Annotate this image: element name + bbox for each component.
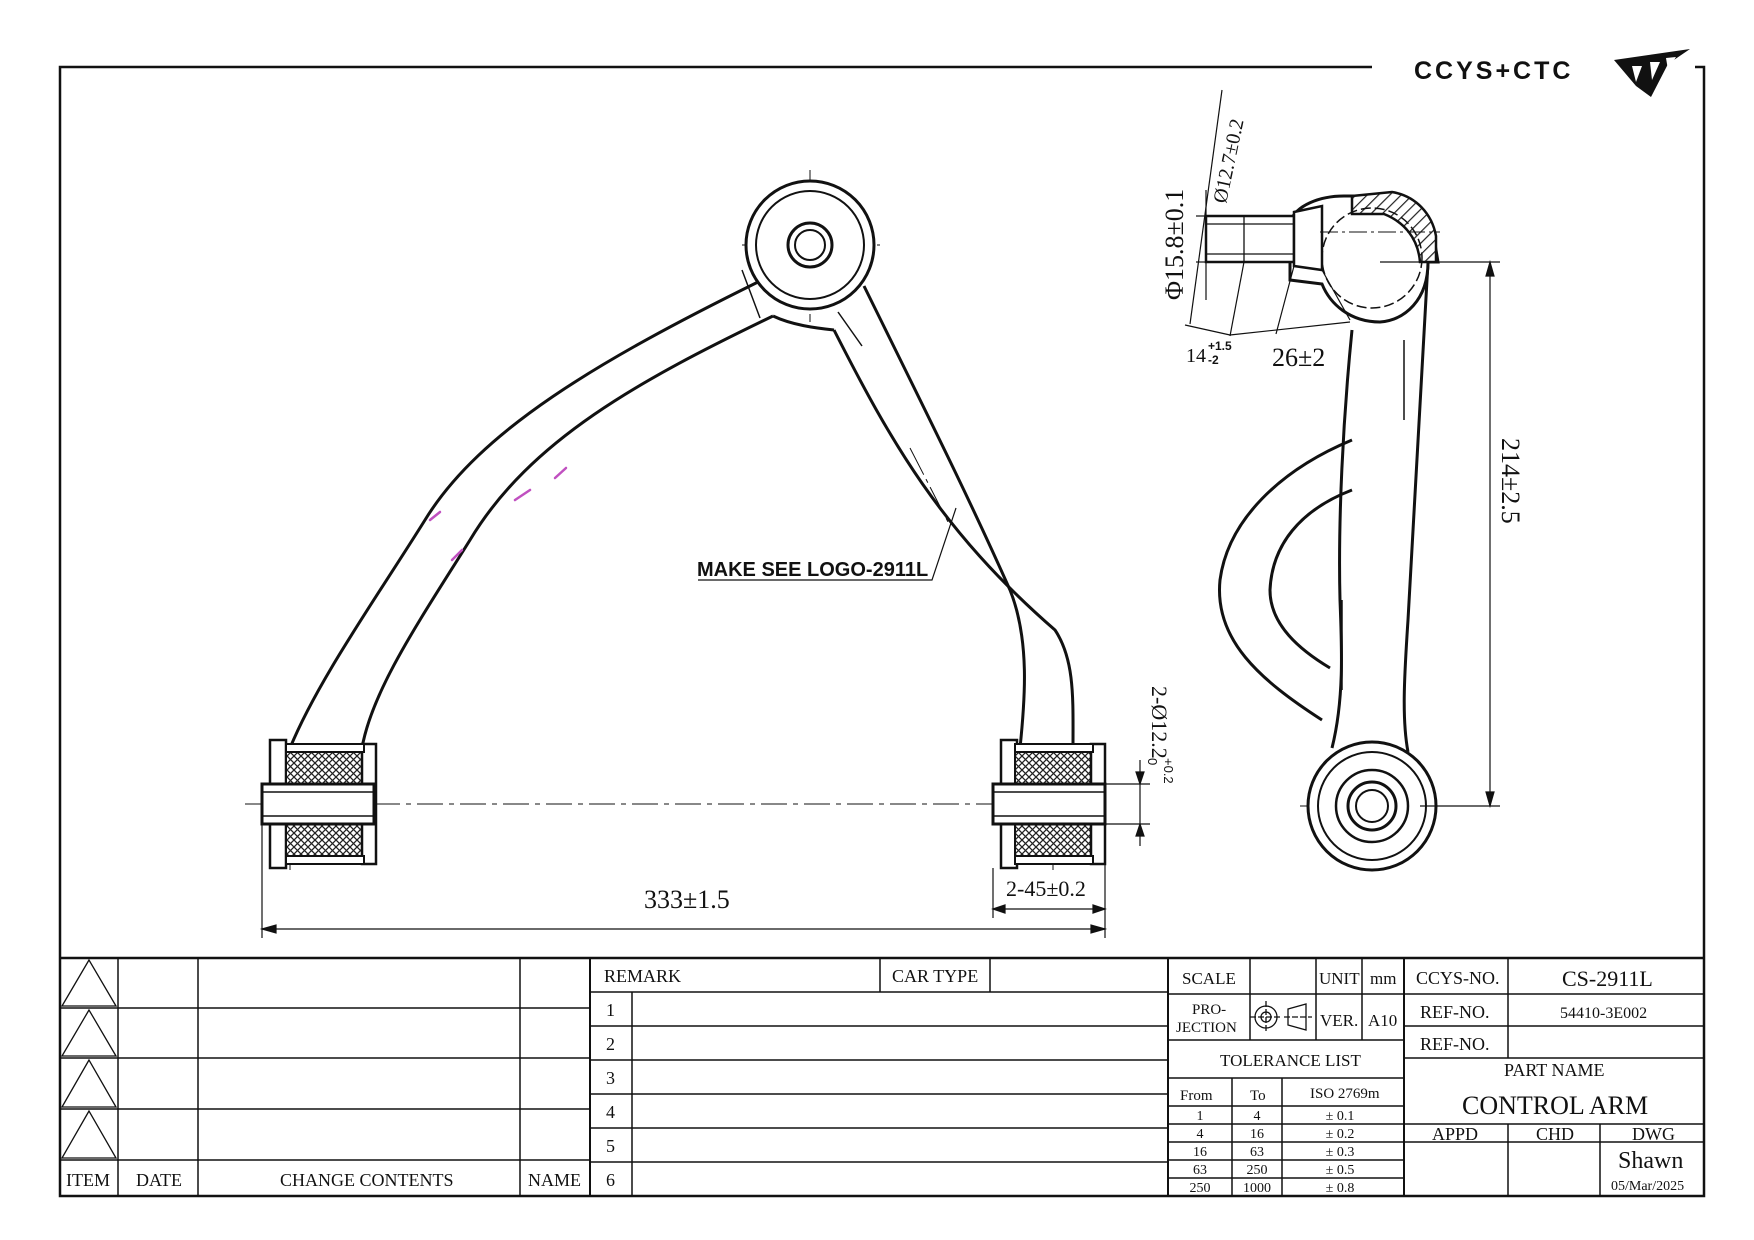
part-info-section: CCYS-NO. CS-2911L REF-NO. 54410-3E002 RE… bbox=[1416, 966, 1684, 1194]
remark-line-4: 4 bbox=[606, 1102, 615, 1122]
revision-headers: ITEM DATE CHANGE CONTENTS NAME bbox=[66, 1170, 581, 1190]
projection-symbol-icon bbox=[1250, 1001, 1312, 1033]
spec-section: SCALE UNIT mm PRO- JECTION VER. A10 TOLE… bbox=[1176, 969, 1397, 1104]
ver-label: VER. bbox=[1320, 1011, 1358, 1030]
header-item: ITEM bbox=[66, 1170, 110, 1190]
dim-stud-len: 26±2 bbox=[1272, 343, 1325, 372]
dim-bushing-bore-group: 2-Ø12.2 +0.2 0 bbox=[1145, 686, 1176, 784]
remark-line-6: 6 bbox=[606, 1170, 615, 1190]
tol-row-3-from: 16 bbox=[1193, 1145, 1207, 1160]
tol-row-5-to: 1000 bbox=[1243, 1181, 1271, 1196]
ver-value: A10 bbox=[1368, 1011, 1397, 1030]
dim-stud-dia-group: Φ15.8±0.1 bbox=[1160, 189, 1189, 300]
tolerance-header-iso: ISO 2769m bbox=[1310, 1086, 1380, 1102]
scale-label: SCALE bbox=[1182, 969, 1236, 988]
ball-joint bbox=[1204, 190, 1440, 324]
tol-row-2-tol: ± 0.2 bbox=[1326, 1127, 1355, 1142]
part-name-value: CONTROL ARM bbox=[1462, 1091, 1648, 1120]
arm-outline bbox=[288, 269, 1075, 749]
dim-height-group: 214±2.5 bbox=[1496, 438, 1525, 524]
dim-bushing-bore-tol-lower: 0 bbox=[1145, 758, 1160, 765]
header-name: NAME bbox=[528, 1170, 581, 1190]
brand-emblem-icon bbox=[1614, 49, 1690, 97]
tol-row-1-to: 4 bbox=[1254, 1109, 1261, 1124]
dim-thread-len-group: 14 +1.5 -2 bbox=[1186, 339, 1232, 367]
tol-row-1-tol: ± 0.1 bbox=[1326, 1109, 1355, 1124]
appd-label: APPD bbox=[1432, 1124, 1478, 1144]
header-date: DATE bbox=[136, 1170, 182, 1190]
revision-table bbox=[60, 958, 591, 1196]
ball-hub bbox=[744, 179, 876, 311]
dim-thread-len: 14 bbox=[1186, 345, 1206, 367]
remark-table bbox=[590, 958, 1169, 1196]
dim-thread-len-tol-lower: -2 bbox=[1208, 353, 1219, 367]
tolerance-header-from: From bbox=[1180, 1088, 1213, 1104]
drawing-note: MAKE SEE LOGO-2911L bbox=[697, 559, 928, 581]
dim-height: 214±2.5 bbox=[1496, 438, 1525, 524]
part-info-table bbox=[1404, 958, 1704, 1196]
tol-row-5-from: 250 bbox=[1190, 1181, 1211, 1196]
ccys-no-label: CCYS-NO. bbox=[1416, 968, 1500, 988]
dim-taper-dia-group: Ø12.7±0.2 bbox=[1209, 117, 1248, 205]
spec-table bbox=[1168, 958, 1405, 1196]
ref-no-2-label: REF-NO. bbox=[1420, 1034, 1490, 1054]
right-bushing bbox=[991, 738, 1107, 870]
tol-row-2-to: 16 bbox=[1250, 1127, 1264, 1142]
part-name-label: PART NAME bbox=[1504, 1060, 1604, 1080]
title-block bbox=[60, 956, 1704, 1196]
remark-label: REMARK bbox=[604, 966, 681, 986]
front-dimensions bbox=[259, 507, 1150, 938]
unit-label: UNIT bbox=[1319, 969, 1360, 988]
dim-bushing-bore: 2-Ø12.2 bbox=[1147, 686, 1172, 759]
remark-line-3: 3 bbox=[606, 1068, 615, 1088]
front-view: 333±1.5 2-45±0.2 2-Ø12.2 +0.2 0 MAKE SEE… bbox=[245, 170, 1176, 938]
ref-no-label: REF-NO. bbox=[1420, 1002, 1490, 1022]
tol-row-2-from: 4 bbox=[1197, 1127, 1204, 1142]
tol-row-3-to: 63 bbox=[1250, 1145, 1264, 1160]
dim-overall-length: 333±1.5 bbox=[644, 885, 730, 914]
brand-logo-text: CCYS+CTC bbox=[1414, 57, 1573, 85]
dim-thread-len-tol-upper: +1.5 bbox=[1208, 339, 1232, 353]
tol-row-4-from: 63 bbox=[1193, 1163, 1207, 1178]
tol-row-5-tol: ± 0.8 bbox=[1326, 1181, 1355, 1196]
side-eye bbox=[1306, 740, 1438, 872]
paint-marks bbox=[428, 466, 568, 562]
header-change-contents: CHANGE CONTENTS bbox=[280, 1170, 454, 1190]
dim-stud-dia: Φ15.8±0.1 bbox=[1160, 189, 1189, 300]
tol-row-4-tol: ± 0.5 bbox=[1326, 1163, 1355, 1178]
dwg-date: 05/Mar/2025 bbox=[1611, 1179, 1684, 1194]
projection-label-1: PRO- bbox=[1192, 1002, 1226, 1018]
tolerance-rows: 1 4 ± 0.1 4 16 ± 0.2 16 63 ± 0.3 63 250 … bbox=[1190, 1109, 1355, 1196]
dim-taper-dia: Ø12.7±0.2 bbox=[1209, 117, 1248, 205]
chd-label: CHD bbox=[1536, 1124, 1574, 1144]
border-frame bbox=[58, 65, 1706, 1198]
left-bushing bbox=[260, 738, 378, 870]
tol-row-1-from: 1 bbox=[1197, 1109, 1204, 1124]
side-view: 214±2.5 Φ15.8±0.1 Ø12.7±0.2 14 +1.5 -2 2… bbox=[1160, 89, 1525, 872]
car-type-label: CAR TYPE bbox=[892, 966, 978, 986]
tol-row-3-tol: ± 0.3 bbox=[1326, 1145, 1355, 1160]
dwg-label: DWG bbox=[1632, 1124, 1675, 1144]
tolerance-title: TOLERANCE LIST bbox=[1220, 1051, 1361, 1070]
remark-line-1: 1 bbox=[606, 1000, 615, 1020]
side-dimensions bbox=[1184, 89, 1500, 809]
ref-no-value: 54410-3E002 bbox=[1560, 1005, 1647, 1022]
side-arm-outline bbox=[1217, 261, 1430, 753]
unit-value: mm bbox=[1370, 969, 1396, 988]
remark-line-2: 2 bbox=[606, 1034, 615, 1054]
dim-bushing-bore-tol-upper: +0.2 bbox=[1161, 758, 1176, 784]
ccys-no-value: CS-2911L bbox=[1562, 966, 1653, 991]
tolerance-header-to: To bbox=[1250, 1088, 1266, 1104]
tol-row-4-to: 250 bbox=[1247, 1163, 1268, 1178]
brand-logo: CCYS+CTC bbox=[1414, 49, 1690, 97]
projection-label-2: JECTION bbox=[1176, 1020, 1237, 1036]
dwg-name: Shawn bbox=[1618, 1148, 1683, 1174]
remark-section: REMARK CAR TYPE 1 2 3 4 5 6 bbox=[604, 966, 978, 1190]
dim-bushing-width: 2-45±0.2 bbox=[1006, 876, 1086, 901]
remark-line-5: 5 bbox=[606, 1136, 615, 1156]
